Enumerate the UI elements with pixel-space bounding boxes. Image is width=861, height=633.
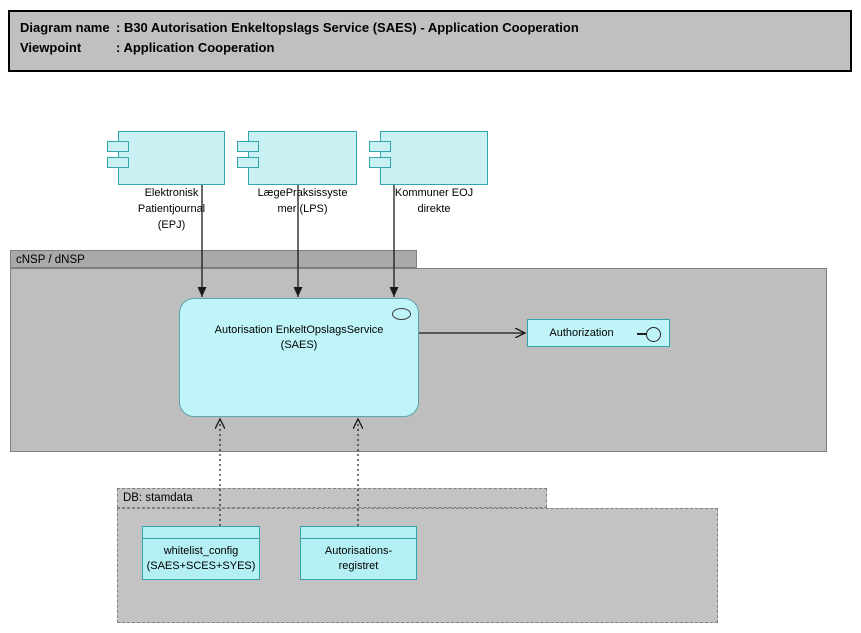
- component-epj[interactable]: Elektronisk Patientjournal (EPJ): [107, 131, 225, 231]
- group-db-stamdata-label: DB: stamdata: [123, 492, 193, 504]
- component-icon: [107, 157, 129, 168]
- title-row-viewpoint: Viewpoint : Application Cooperation: [20, 38, 840, 58]
- service-saes-label: Autorisation EnkeltOpslagsService (SAES): [214, 324, 384, 351]
- title-row-diagram-name: Diagram name : B30 Autorisation Enkeltop…: [20, 18, 840, 38]
- interface-icon: [646, 327, 661, 342]
- dataobject-header: [301, 527, 416, 539]
- diagram-title-box: Diagram name : B30 Autorisation Enkeltop…: [8, 10, 852, 72]
- component-icon: [237, 157, 259, 168]
- viewpoint-label: Viewpoint: [20, 40, 82, 55]
- title-label: Diagram name: [20, 20, 110, 35]
- dataobject-header: [143, 527, 259, 539]
- interface-authorization-label: Authorization: [549, 327, 614, 339]
- dataobject-whitelist-config[interactable]: whitelist_config (SAES+SCES+SYES): [142, 526, 260, 580]
- component-icon: [369, 141, 391, 152]
- component-epj-label: Elektronisk Patientjournal (EPJ): [137, 187, 206, 231]
- interface-authorization[interactable]: Authorization: [527, 319, 670, 347]
- interface-icon: [637, 333, 648, 335]
- service-icon: [392, 308, 411, 320]
- component-lps[interactable]: LægePraksissyste mer (LPS): [237, 131, 357, 215]
- service-saes[interactable]: Autorisation EnkeltOpslagsService (SAES): [179, 298, 419, 417]
- component-lps-label: LægePraksissyste mer (LPS): [257, 187, 348, 215]
- dataobject-autorisationsregistret[interactable]: Autorisations- registret: [300, 526, 417, 580]
- viewpoint-value: : Application Cooperation: [116, 40, 275, 55]
- component-icon: [369, 157, 391, 168]
- dataobject-whitelist-config-label: whitelist_config (SAES+SCES+SYES): [146, 545, 256, 572]
- component-kommuner-eoj-label: Kommuner EOJ direkte: [394, 187, 474, 215]
- component-icon: [237, 141, 259, 152]
- component-icon: [107, 141, 129, 152]
- group-db-stamdata-tab[interactable]: DB: stamdata: [117, 488, 547, 508]
- component-kommuner-eoj[interactable]: Kommuner EOJ direkte: [369, 131, 488, 215]
- dataobject-autorisationsregistret-label: Autorisations- registret: [324, 545, 393, 572]
- group-cnsp-dnsp-label: cNSP / dNSP: [16, 254, 85, 266]
- group-cnsp-dnsp-tab[interactable]: cNSP / dNSP: [10, 250, 417, 268]
- title-value: : B30 Autorisation Enkeltopslags Service…: [116, 20, 579, 35]
